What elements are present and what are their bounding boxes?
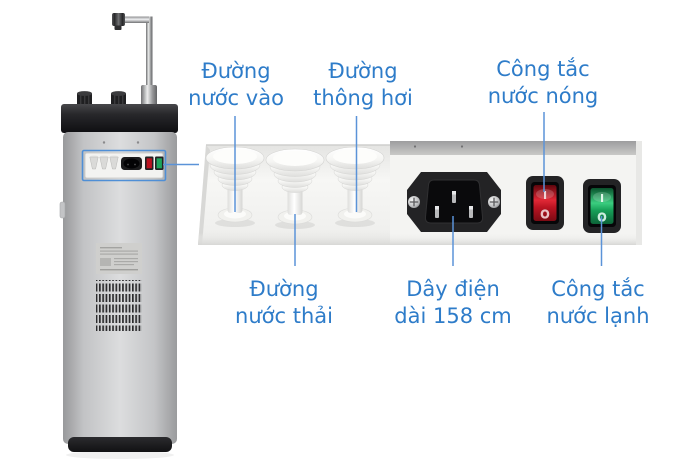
mini-power-socket [121,157,142,170]
label-line: thông hơi [313,86,413,110]
label-line: nước vào [188,86,284,110]
side-tab [59,201,66,219]
faucet-base [141,85,157,107]
mini-cold-switch [155,156,164,170]
label-line: Công tắc [551,277,645,301]
hot-switch-on-mark: I [543,189,547,202]
label-line: Công tắc [496,57,590,81]
label-power-cord: Dây điện dài 158 cm [394,276,511,330]
zoom-highlight-box [81,149,167,182]
water-purifier-unit [59,13,178,459]
cold-switch-on-mark: I [600,192,604,205]
faucet [112,13,157,107]
vent-grille [96,280,142,331]
rear-panel-zoom: I O I O [198,141,642,245]
label-water-inlet: Đường nước vào [188,58,284,112]
label-line: Đường [249,277,319,301]
connector-section [198,144,390,245]
hot-water-switch: I O [526,176,564,230]
unit-top-cap [61,104,178,133]
label-waste-water: Đường nước thải [235,276,333,330]
leader-lines [163,112,603,266]
hot-switch-off-mark: O [541,208,550,221]
power-section: I O I O [390,141,642,245]
label-line: nước nóng [487,84,599,108]
label-line: Dây điện [406,277,500,301]
mini-connectors [89,155,119,170]
label-air-vent: Đường thông hơi [313,58,413,112]
rating-sticker [96,243,142,274]
label-line: nước thải [235,304,333,328]
top-knobs [77,91,126,106]
label-hot-water-switch: Công tắc nước nóng [488,56,599,110]
power-inlet-socket [407,172,501,232]
unit-floor-shadow [66,451,174,459]
label-line: Đường [201,59,271,83]
unit-base [68,437,172,452]
label-line: Đường [328,59,398,83]
rear-panel-small [81,149,167,182]
label-cold-water-switch: Công tắc nước lạnh [546,276,649,330]
label-line: nước lạnh [546,304,650,328]
label-line: dài 158 cm [394,304,512,328]
mini-hot-switch [145,156,154,170]
